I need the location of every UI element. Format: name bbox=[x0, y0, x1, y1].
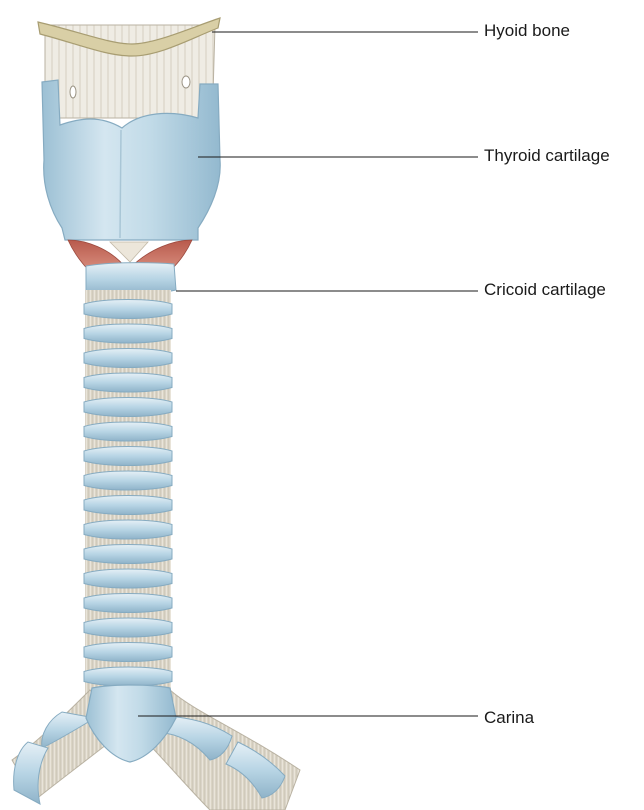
tracheal-ring bbox=[84, 349, 172, 368]
tracheal-ring bbox=[84, 300, 172, 319]
thyroid-cartilage-label: Thyroid cartilage bbox=[484, 146, 610, 166]
tracheal-ring bbox=[84, 594, 172, 613]
tracheal-ring bbox=[84, 520, 172, 539]
tracheal-ring bbox=[84, 373, 172, 392]
tracheal-ring bbox=[84, 569, 172, 588]
tracheal-ring bbox=[84, 422, 172, 441]
tracheal-ring bbox=[84, 545, 172, 564]
tracheal-ring bbox=[84, 398, 172, 417]
tracheal-ring bbox=[84, 496, 172, 515]
tracheal-ring bbox=[84, 667, 172, 686]
cricoid-cartilage bbox=[86, 263, 176, 295]
tracheal-ring bbox=[84, 447, 172, 466]
tracheal-ring bbox=[84, 471, 172, 490]
carina-label: Carina bbox=[484, 708, 534, 728]
hyoid-bone-label: Hyoid bone bbox=[484, 21, 570, 41]
tracheal-ring bbox=[84, 324, 172, 343]
tracheal-ring bbox=[84, 618, 172, 637]
tracheal-ring bbox=[84, 643, 172, 662]
cricoid-cartilage-label: Cricoid cartilage bbox=[484, 280, 606, 300]
